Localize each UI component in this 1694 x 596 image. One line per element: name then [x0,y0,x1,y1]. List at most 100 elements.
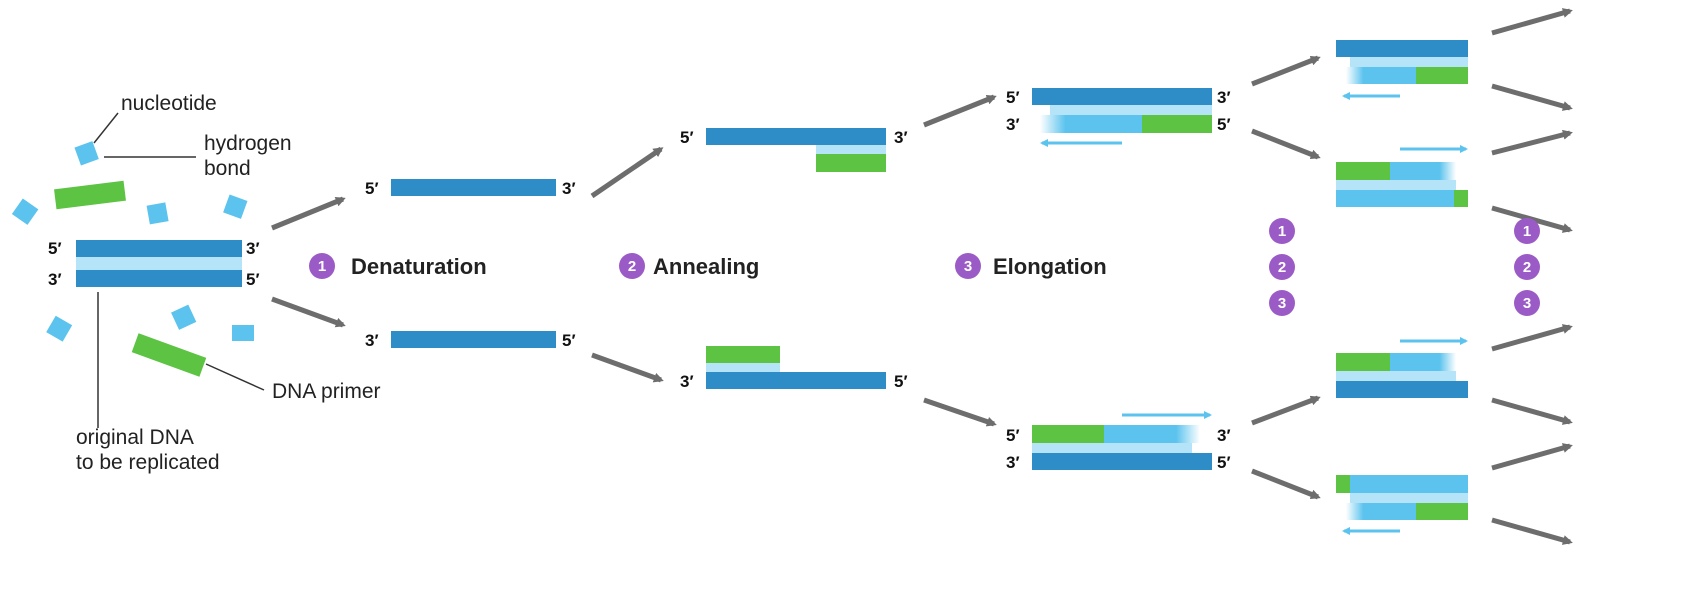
step-badge [955,253,981,279]
hydrogen-bond-band [706,363,780,372]
new-strand [1390,353,1456,371]
step-badge [1514,218,1540,244]
template-strand [391,331,556,348]
new-strand [1104,425,1200,443]
step-number: 1 [1523,223,1531,240]
step-badge [1269,290,1295,316]
cycle2-duplex-2 [1336,145,1468,207]
primer [1416,67,1468,84]
hydrogen-bond-label: hydrogen [204,132,292,155]
step-number: 3 [1523,295,1531,312]
new-strand [1346,503,1416,520]
new-strand [1350,475,1468,493]
annealed-strand-top: 5′ 3′ [680,128,908,172]
end-label: 5′ [894,372,908,391]
original-dna-label: original DNA [76,426,194,449]
new-strand [1040,115,1142,133]
primer [1142,115,1212,133]
new-strand [1346,67,1416,84]
primer [54,180,126,210]
template-strand-top [76,240,242,257]
original-dna-label: to be replicated [76,451,220,474]
end-label: 3′ [365,331,379,350]
nucleotide [46,315,73,342]
hydrogen-bond-band [1336,180,1456,190]
step-elongation: 3 Elongation [955,253,1107,279]
template-strand [1032,453,1212,470]
free-nucleotides [11,141,254,342]
template-strand [706,372,886,389]
cycle2-step-badges: 1 2 3 [1269,218,1295,316]
template-strand [706,128,886,145]
end-label: 3′ [246,239,260,258]
step-badge [619,253,645,279]
end-label: 5′ [680,128,694,147]
process-arrows [271,8,1573,545]
end-label: 3′ [1006,115,1020,134]
cycle3-step-badges: 1 2 3 [1514,218,1540,316]
step-badge [1269,254,1295,280]
end-label: 5′ [1217,115,1231,134]
new-strand [1336,190,1454,207]
step-number: 3 [964,258,972,275]
hydrogen-bond-band [1050,105,1212,115]
end-label: 5′ [48,239,62,258]
step-badge [1514,254,1540,280]
primer [1454,190,1468,207]
template-strand [1336,381,1468,398]
nucleotide [74,141,99,166]
end-label: 3′ [1217,426,1231,445]
end-label: 3′ [1006,453,1020,472]
step-number: 2 [1278,259,1286,276]
template-strand [391,179,556,196]
end-label: 5′ [1217,453,1231,472]
primer [706,346,780,363]
cycle2-duplex-3 [1336,337,1468,398]
step-number: 1 [318,258,326,275]
hydrogen-bond-band [76,257,242,270]
step-denaturation: 1 Denaturation [309,253,487,279]
nucleotide [232,325,254,341]
annealed-strand-bottom: 3′ 5′ [680,346,908,391]
end-label: 3′ [894,128,908,147]
cycle2-duplex-1 [1336,40,1468,100]
end-label: 3′ [1217,88,1231,107]
step-badge [1269,218,1295,244]
primer [816,154,886,172]
primer [1336,353,1390,371]
end-label: 5′ [365,179,379,198]
primer [1336,475,1350,493]
step-label: Elongation [993,254,1107,279]
step-number: 2 [628,258,636,275]
hydrogen-bond-label: bond [204,157,251,180]
end-label: 3′ [680,372,694,391]
callout-lines [93,112,265,428]
hydrogen-bond-band [816,145,886,154]
step-annealing: 2 Annealing [619,253,759,279]
hydrogen-bond-band [1350,57,1468,67]
nucleotide [223,194,248,219]
primer [1416,503,1468,520]
end-label: 5′ [562,331,576,350]
nucleotide [146,202,169,225]
original-dna: 5′ 3′ 3′ 5′ [48,239,260,289]
step-label: Annealing [653,254,759,279]
hydrogen-bond-band [1336,371,1456,381]
step-label: Denaturation [351,254,487,279]
hydrogen-bond-band [1032,443,1192,453]
end-label: 3′ [48,270,62,289]
step-number: 2 [1523,259,1531,276]
step-badge [1514,290,1540,316]
nucleotide-label: nucleotide [121,92,217,115]
step-number: 3 [1278,295,1286,312]
dna-primer-label: DNA primer [272,380,381,403]
elongated-duplex-bottom: 5′ 3′ 3′ 5′ [1006,411,1231,472]
template-strand [1032,88,1212,105]
elongated-duplex-top: 5′ 3′ 3′ 5′ [1006,88,1231,147]
end-label: 5′ [246,270,260,289]
template-strand-bottom [76,270,242,287]
nucleotide [11,198,39,225]
step-number: 1 [1278,223,1286,240]
hydrogen-bond-band [1350,493,1468,503]
